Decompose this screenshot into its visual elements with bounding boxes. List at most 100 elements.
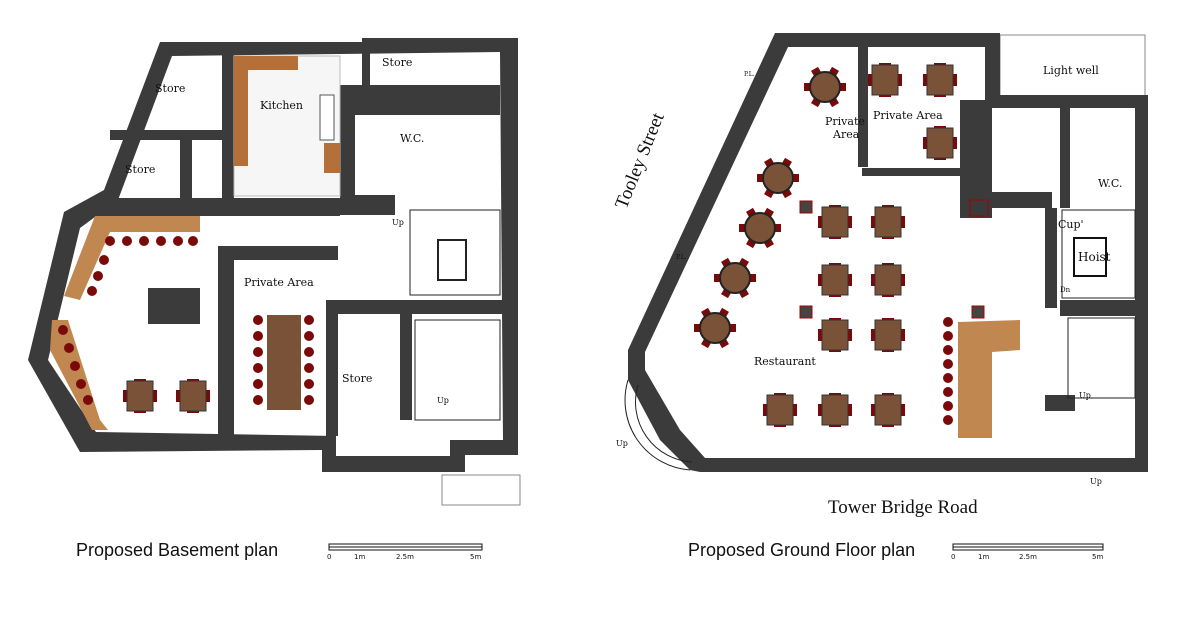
ground-floor-plan: Light well Private Area Private Area W.C… — [611, 33, 1148, 561]
room-label-store: Store — [342, 372, 372, 385]
room-label-restaurant: Restaurant — [754, 355, 816, 368]
room-label-private-area: Private Area — [873, 109, 943, 122]
chair — [868, 74, 873, 86]
pl-label: P.L. — [744, 71, 755, 78]
stool — [253, 331, 263, 341]
stair-up-label: Up — [1090, 477, 1102, 486]
ground-scale-bar: 0 1m 2.5m 5m — [951, 543, 1104, 561]
street-label-tooley: Tooley Street — [611, 109, 669, 212]
room-label-wc: W.C. — [1098, 177, 1122, 190]
chair — [176, 390, 181, 402]
stool — [304, 379, 314, 389]
entrance-steps — [635, 384, 693, 463]
stool — [304, 347, 314, 357]
scale-tick: 5m — [1092, 553, 1103, 561]
basement-scale-bar: 0 1m 2.5m 5m — [327, 543, 483, 561]
wall — [1060, 108, 1070, 208]
chair — [791, 174, 799, 182]
kitchen-counter — [234, 56, 248, 166]
stool — [156, 236, 166, 246]
table — [874, 264, 902, 296]
chair — [694, 324, 702, 332]
table — [766, 394, 794, 426]
kitchen-counter — [248, 56, 298, 70]
stool — [943, 359, 953, 369]
room-label-store: Store — [155, 82, 185, 95]
stool — [105, 236, 115, 246]
stool — [253, 395, 263, 405]
stool — [943, 345, 953, 355]
scale-tick: 2.5m — [396, 553, 414, 561]
stool — [58, 325, 68, 335]
table — [874, 206, 902, 238]
chair — [871, 274, 876, 286]
table — [926, 127, 954, 159]
chair — [847, 274, 852, 286]
basement-plan: Store Store Kitchen Store W.C. Private A… — [28, 38, 521, 561]
basement-caption: Proposed Basement plan — [76, 540, 278, 560]
stool — [943, 415, 953, 425]
wall — [1060, 300, 1135, 316]
wall — [400, 300, 412, 420]
chair — [739, 224, 747, 232]
chair — [871, 216, 876, 228]
stool — [943, 331, 953, 341]
stool — [253, 347, 263, 357]
stool — [99, 255, 109, 265]
chair — [728, 324, 736, 332]
wall — [858, 47, 868, 167]
scale-tick: 1m — [354, 553, 365, 561]
column — [799, 305, 813, 319]
chair — [900, 404, 905, 416]
room-label-cup: Cup' — [1058, 218, 1084, 231]
chair — [792, 404, 797, 416]
stool — [943, 373, 953, 383]
scale-tick: 5m — [470, 553, 481, 561]
wall — [1045, 395, 1075, 411]
chair — [152, 390, 157, 402]
stair-up-label: Up — [392, 218, 404, 227]
chair — [748, 274, 756, 282]
bench — [64, 216, 200, 300]
chair — [818, 274, 823, 286]
column — [799, 200, 813, 214]
hoist — [1073, 237, 1107, 277]
chair — [804, 83, 812, 91]
chair — [838, 83, 846, 91]
stool — [304, 315, 314, 325]
chair — [818, 216, 823, 228]
stair-bottom — [414, 319, 501, 421]
stool — [64, 343, 74, 353]
table — [874, 319, 902, 351]
wall — [1045, 208, 1057, 308]
stool — [70, 361, 80, 371]
chair — [847, 216, 852, 228]
entrance-steps — [624, 379, 691, 471]
stair-up-label: Up — [1079, 391, 1091, 400]
chair — [871, 404, 876, 416]
stool — [253, 315, 263, 325]
column — [148, 288, 200, 324]
table — [179, 380, 207, 412]
chair — [952, 137, 957, 149]
column — [971, 305, 985, 319]
stool — [253, 363, 263, 373]
scale-tick: 0 — [327, 553, 331, 561]
scale-tick: 1m — [978, 553, 989, 561]
street-label-tower-bridge: Tower Bridge Road — [828, 497, 978, 518]
wall — [180, 140, 192, 200]
room-label-private-area: Area — [832, 128, 860, 141]
wall — [960, 100, 992, 218]
table — [821, 206, 849, 238]
stool — [76, 379, 86, 389]
column — [969, 199, 989, 217]
wall — [326, 300, 338, 436]
table — [821, 394, 849, 426]
round-table — [719, 262, 751, 294]
chair — [818, 404, 823, 416]
chair — [763, 404, 768, 416]
table — [821, 264, 849, 296]
room-label-light-well: Light well — [1043, 64, 1099, 77]
room-label-wc: W.C. — [400, 132, 424, 145]
